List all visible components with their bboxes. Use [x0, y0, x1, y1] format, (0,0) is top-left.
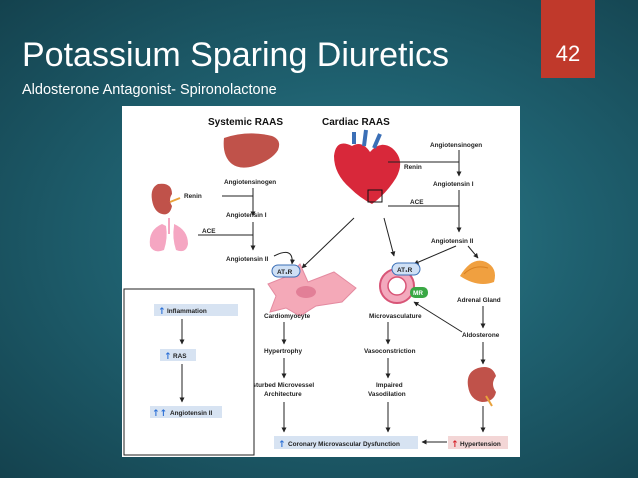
double-up-arrow-icon: ↑↑: [152, 409, 167, 419]
liver-icon: [223, 133, 280, 168]
cardiac-angiotensin-ii: Angiotensin II: [431, 238, 473, 245]
up-arrow-icon: ↑: [158, 307, 166, 317]
hypertrophy-label: Hypertrophy: [264, 348, 302, 355]
cardiac-ace: ACE: [410, 199, 424, 206]
impaired-label-2: Vasodilation: [368, 391, 406, 398]
legend-panel: [123, 288, 255, 456]
systemic-renin: Renin: [184, 193, 202, 200]
slide-subtitle: Aldosterone Antagonist- Spironolactone: [22, 82, 277, 98]
hypertension-box: [448, 436, 508, 449]
raas-diagram: Systemic RAAS Cardiac RAAS Angiotensinog…: [123, 117, 508, 456]
page-number-badge: 42: [541, 0, 595, 78]
legend-inflammation: Inflammation: [167, 308, 207, 315]
systemic-ace: ACE: [202, 228, 216, 235]
mr-badge: MR: [413, 290, 423, 297]
legend-ras: RAS: [173, 353, 187, 360]
adrenal-gland-label: Adrenal Gland: [457, 297, 501, 304]
microvasculature-label: Microvasculature: [369, 313, 422, 320]
up-arrow-icon: ↑: [164, 352, 172, 362]
disturbed-label-2: Architecture: [264, 391, 302, 398]
cardiomyocyte-label: Cardiomyocyte: [264, 313, 311, 320]
header-systemic-raas: Systemic RAAS: [208, 117, 283, 128]
up-arrow-icon: ↑: [278, 440, 286, 450]
impaired-label-1: Impaired: [376, 382, 403, 389]
raas-figure: Systemic RAAS Cardiac RAAS Angiotensinog…: [122, 106, 520, 457]
vasoconstriction-label: Vasoconstriction: [364, 348, 416, 355]
kidney-icon: [151, 183, 172, 215]
disturbed-label-1: Disturbed Microvessel: [246, 382, 314, 389]
header-cardiac-raas: Cardiac RAAS: [322, 117, 390, 128]
at1r-right-badge: AT₁R: [397, 267, 413, 274]
slide-title: Potassium Sparing Diuretics: [22, 36, 450, 74]
hypertension-label: Hypertension: [460, 441, 501, 448]
at1r-left-badge: AT₁R: [277, 269, 293, 276]
cardiac-renin: Renin: [404, 164, 422, 171]
legend-angiotensin-ii: Angiotensin II: [170, 410, 212, 417]
adrenal-gland-icon: [460, 260, 495, 284]
systemic-angiotensin-ii: Angiotensin II: [226, 256, 268, 263]
systemic-angiotensin-i: Angiotensin I: [226, 212, 267, 219]
kidney-right-icon: [467, 367, 496, 402]
up-arrow-red-icon: ↑: [451, 440, 459, 450]
cardiac-angiotensinogen: Angiotensinogen: [430, 142, 482, 149]
cardiac-angiotensin-i: Angiotensin I: [433, 181, 474, 188]
coronary-dysfunction-box: [274, 436, 418, 449]
systemic-angiotensinogen: Angiotensinogen: [224, 179, 276, 186]
heart-icon: [334, 129, 401, 204]
aldosterone-label: Aldosterone: [462, 332, 500, 339]
lungs-icon: [149, 224, 188, 252]
coronary-dysfunction-label: Coronary Microvascular Dysfunction: [288, 441, 400, 448]
